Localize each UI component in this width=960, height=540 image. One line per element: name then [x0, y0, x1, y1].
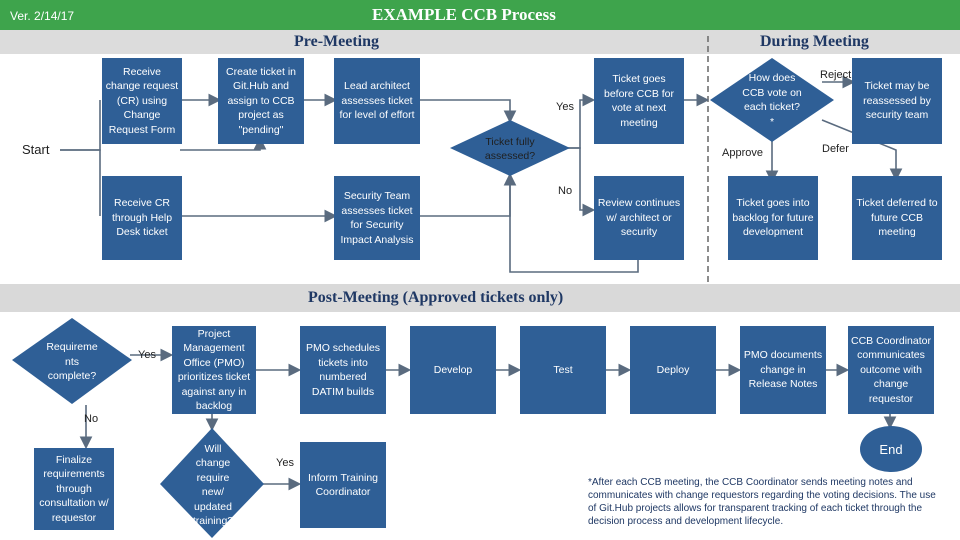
- start-label: Start: [22, 142, 50, 157]
- test-box: Test: [520, 326, 606, 414]
- title-band: [0, 0, 960, 30]
- post-meeting-heading: Post-Meeting (Approved tickets only): [308, 289, 564, 306]
- pmo-prioritizes-box: Project Management Office (PMO) prioriti…: [172, 326, 256, 414]
- create-ticket-box: Create ticket in Git.Hub and assign to C…: [218, 58, 304, 144]
- deferred-box: Ticket deferred to future CCB meeting: [852, 176, 942, 260]
- deploy-box: Deploy: [630, 326, 716, 414]
- decision-requirements: [12, 318, 132, 404]
- requirements-text: Requireme nts complete?: [46, 341, 98, 383]
- no-label-1: No: [558, 185, 573, 197]
- decision-training: [160, 428, 264, 538]
- end-node: End: [860, 426, 922, 472]
- lead-architect-box: Lead architect assesses ticket for level…: [334, 58, 420, 144]
- no-label-2: No: [84, 413, 99, 425]
- decision-fully-assessed: [450, 120, 570, 176]
- yes-label-3: Yes: [276, 457, 294, 469]
- end-label: End: [879, 441, 903, 457]
- review-continues-box: Review continues w/ architect or securit…: [594, 176, 684, 260]
- decision-ccb-vote: [710, 58, 834, 142]
- ccb-vote-text: How does CCB vote on each ticket?*: [742, 72, 802, 128]
- defer-label: Defer: [822, 143, 849, 155]
- develop-box: Develop: [410, 326, 496, 414]
- pre-meeting-heading: Pre-Meeting: [294, 33, 379, 50]
- security-team-box: Security Team assesses ticket for Securi…: [334, 176, 420, 260]
- backlog-box: Ticket goes into backlog for future deve…: [728, 176, 818, 260]
- reject-label: Reject: [820, 69, 852, 81]
- footnote: *After each CCB meeting, the CCB Coordin…: [588, 477, 936, 527]
- ccb-coordinator-box: CCB Coordinator communicates outcome wit…: [848, 326, 934, 414]
- approve-label: Approve: [722, 147, 763, 159]
- page-title: EXAMPLE CCB Process: [372, 5, 556, 24]
- during-meeting-heading: During Meeting: [760, 33, 869, 50]
- receive-change-request-box: Receive change request (CR) using Change…: [102, 58, 182, 144]
- version-label: Ver. 2/14/17: [10, 9, 75, 23]
- fully-assessed-text: Ticket fully assessed?: [484, 135, 536, 163]
- inform-training-box: Inform Training Coordinator: [300, 442, 386, 528]
- yes-label-2: Yes: [138, 349, 156, 361]
- ticket-ccb-box: Ticket goes before CCB for vote at next …: [594, 58, 684, 144]
- pmo-documents-box: PMO documents change in Release Notes: [740, 326, 826, 414]
- pmo-schedules-box: PMO schedules tickets into numbered DATI…: [300, 326, 386, 414]
- training-text: Will change require new/ updated trainin…: [192, 442, 234, 528]
- yes-label-1: Yes: [556, 101, 574, 113]
- receive-cr-helpdesk-box: Receive CR through Help Desk ticket: [102, 176, 182, 260]
- finalize-box: Finalize requirements through consultati…: [34, 448, 114, 530]
- reassessed-box: Ticket may be reassessed by security tea…: [852, 58, 942, 144]
- post-meeting-band: [0, 284, 960, 312]
- phase-band: [0, 30, 960, 54]
